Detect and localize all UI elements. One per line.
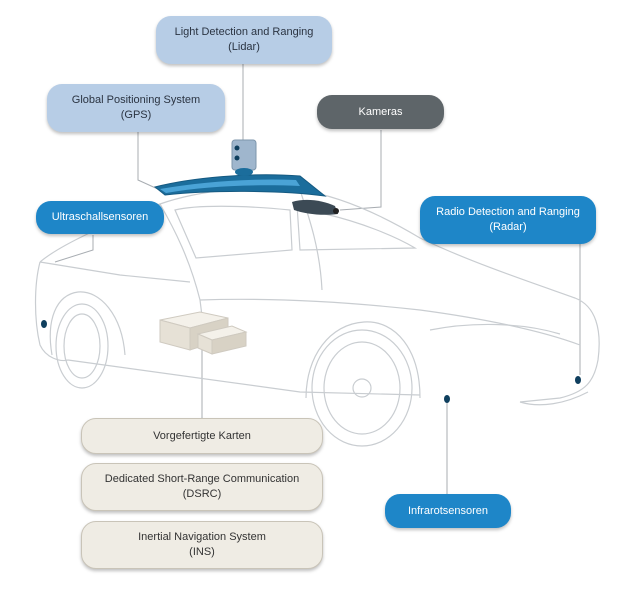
infrared-sensor-dot: [444, 395, 450, 403]
sensor-dots: [41, 320, 581, 403]
camera-unit: [292, 199, 339, 215]
lidar-unit: [231, 139, 257, 176]
radar-sensor-dot: [575, 376, 581, 384]
ultrasonic-sensor-dot: [41, 320, 47, 328]
infrared-label: Infrarotsensoren: [385, 494, 511, 528]
computer-boxes: [159, 311, 248, 355]
ins-label: Inertial Navigation System (INS): [81, 521, 323, 569]
maps-label: Vorgefertigte Karten: [81, 418, 323, 454]
car-outline: [34, 187, 600, 447]
radar-label: Radio Detection and Ranging (Radar): [420, 196, 596, 244]
ultrasonic-label: Ultraschallsensoren: [36, 201, 164, 234]
kameras-label: Kameras: [317, 95, 444, 129]
lidar-label: Light Detection and Ranging (Lidar): [156, 16, 332, 64]
dsrc-label: Dedicated Short-Range Communication (DSR…: [81, 463, 323, 511]
gps-label: Global Positioning System (GPS): [47, 84, 225, 132]
roof-rack-highlight: [160, 179, 300, 193]
